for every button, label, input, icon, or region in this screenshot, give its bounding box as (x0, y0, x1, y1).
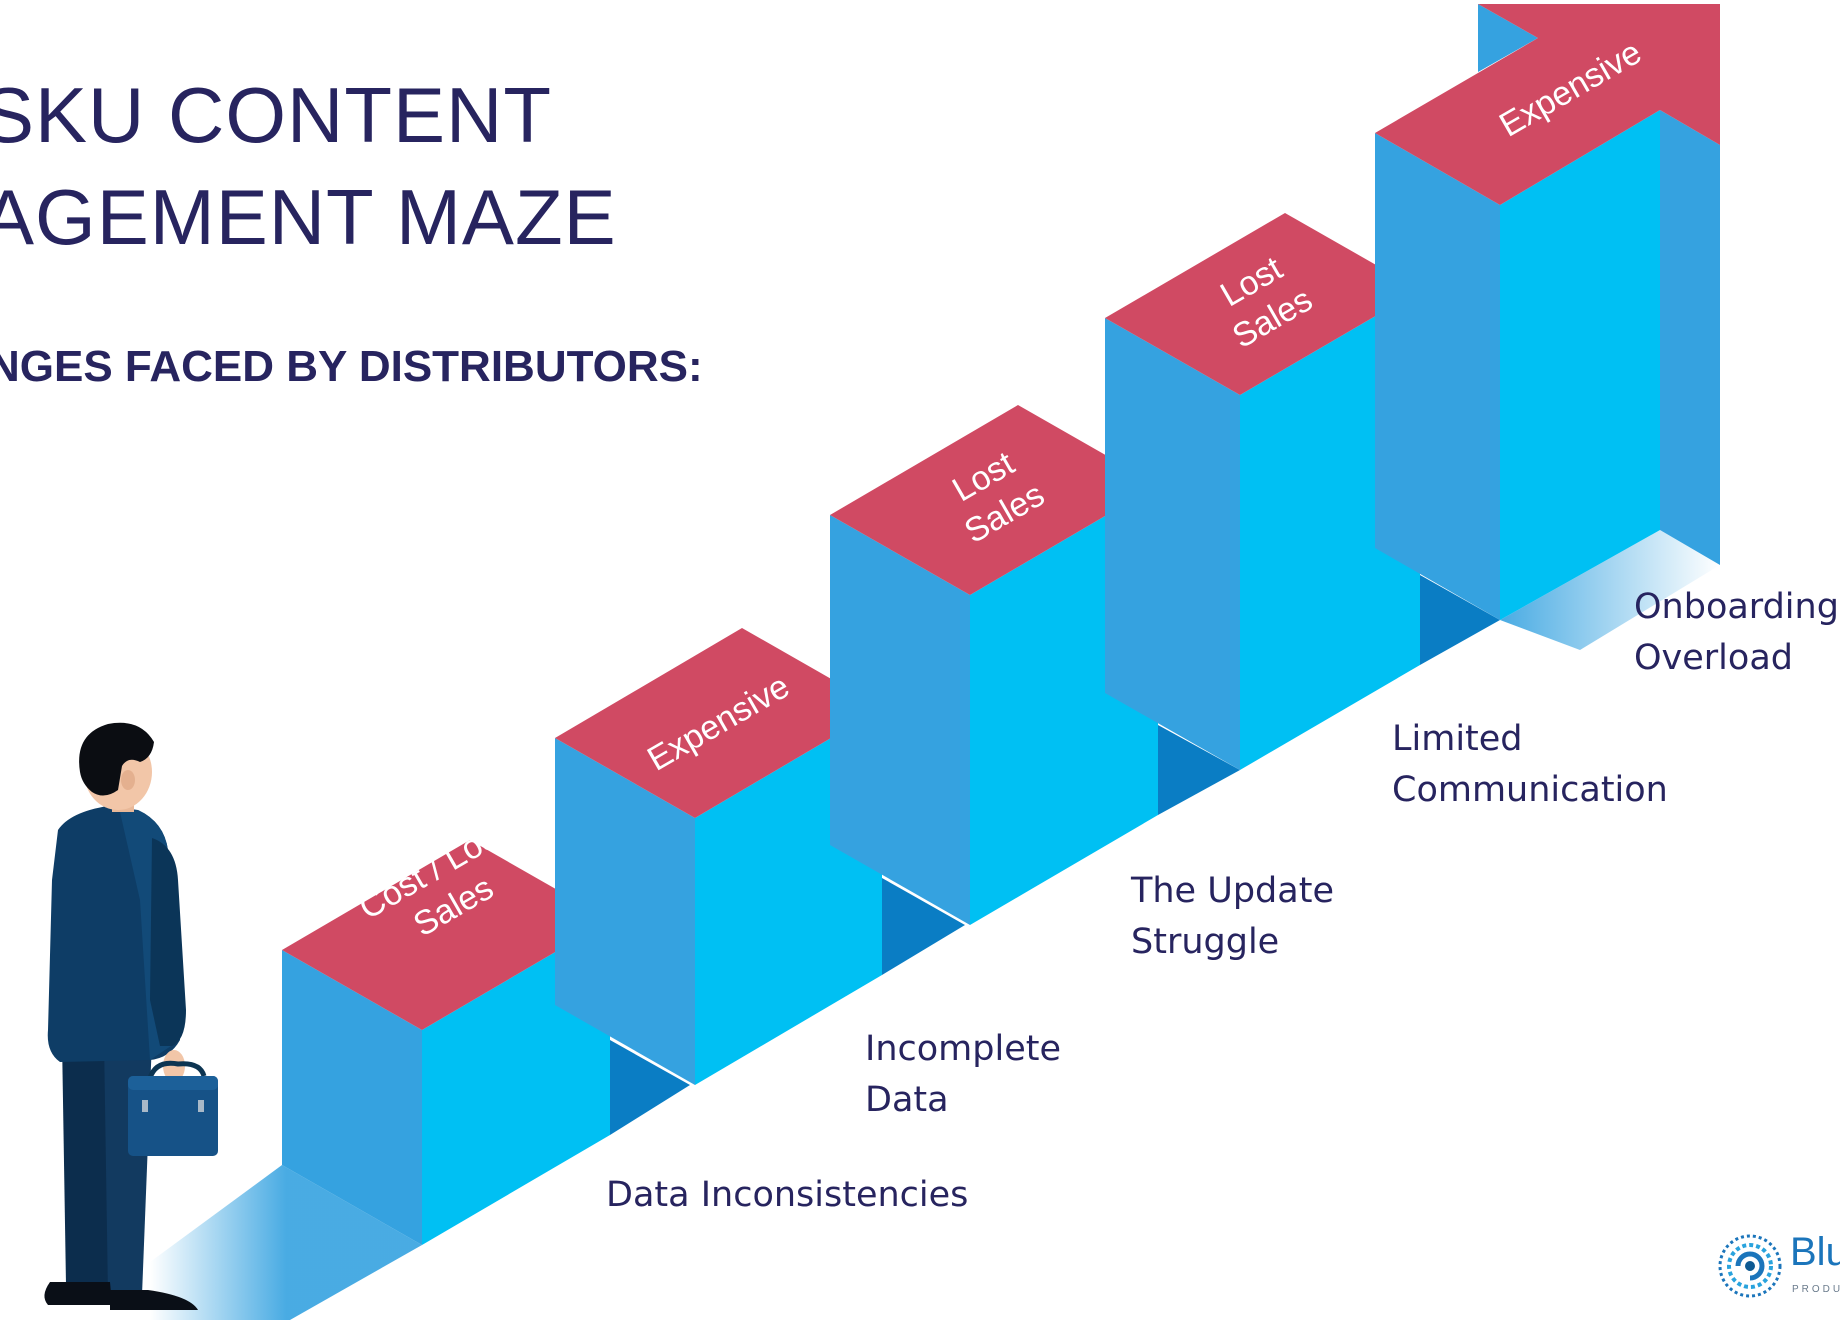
businessman-with-briefcase-icon (44, 722, 218, 1310)
step-3-shadow (1158, 725, 1240, 815)
step-5-back-side (1660, 110, 1720, 565)
slide-title-line-1: SKU CONTENT (0, 71, 553, 159)
step-2-shadow (882, 878, 965, 975)
step-4-label-line-2: Communication (1392, 769, 1668, 810)
step-1-shadow (610, 1040, 690, 1135)
step-2-label-line-2: Data (865, 1079, 949, 1120)
step-5-label: Onboarding Overload (1634, 582, 1839, 684)
logo-subtext: PRODU (1792, 1284, 1840, 1295)
step-5-top-arrow (1375, 4, 1720, 205)
step-2-top (555, 628, 882, 818)
step-4-shadow (1420, 575, 1500, 665)
step-2-side (555, 738, 695, 1085)
step-5 (1375, 4, 1720, 620)
step-3-label: The Update Struggle (1131, 866, 1334, 968)
blue-spiral-logo-icon (1718, 1234, 1782, 1298)
step-1-side (282, 950, 422, 1245)
step-5-front (1500, 110, 1660, 620)
step-3-label-line-2: Struggle (1131, 921, 1280, 962)
step-4-label-line-1: Limited (1392, 719, 1523, 759)
slide-title-line-2: AGEMENT MAZE (0, 173, 617, 261)
step-5-label-line-1: Onboarding (1634, 587, 1839, 627)
step-3-label-line-1: The Update (1131, 871, 1334, 911)
step-1-label: Data Inconsistencies (606, 1170, 968, 1221)
step-1-top (282, 840, 610, 1030)
step-5-arrow-inner (1478, 4, 1538, 72)
step-5-side (1375, 133, 1500, 620)
step-5-label-line-2: Overload (1634, 637, 1793, 678)
step-4-top (1105, 213, 1420, 395)
step-3-side (830, 515, 970, 925)
step-4-label: Limited Communication (1392, 714, 1668, 816)
company-logo: Blu PRODU (1712, 1228, 1840, 1320)
step-1-label-line-1: Data Inconsistencies (606, 1175, 969, 1215)
step-2-label-line-1: Incomplete (865, 1029, 1061, 1069)
ground-fade-end (1500, 530, 1720, 650)
step-3-top (830, 405, 1158, 595)
step-2-label: Incomplete Data (865, 1024, 1061, 1126)
slide-subtitle: NGES FACED BY DISTRIBUTORS: (0, 342, 703, 391)
step-4-side (1105, 318, 1240, 770)
logo-text: Blu (1790, 1230, 1840, 1274)
ground-fade-start (150, 1165, 422, 1320)
